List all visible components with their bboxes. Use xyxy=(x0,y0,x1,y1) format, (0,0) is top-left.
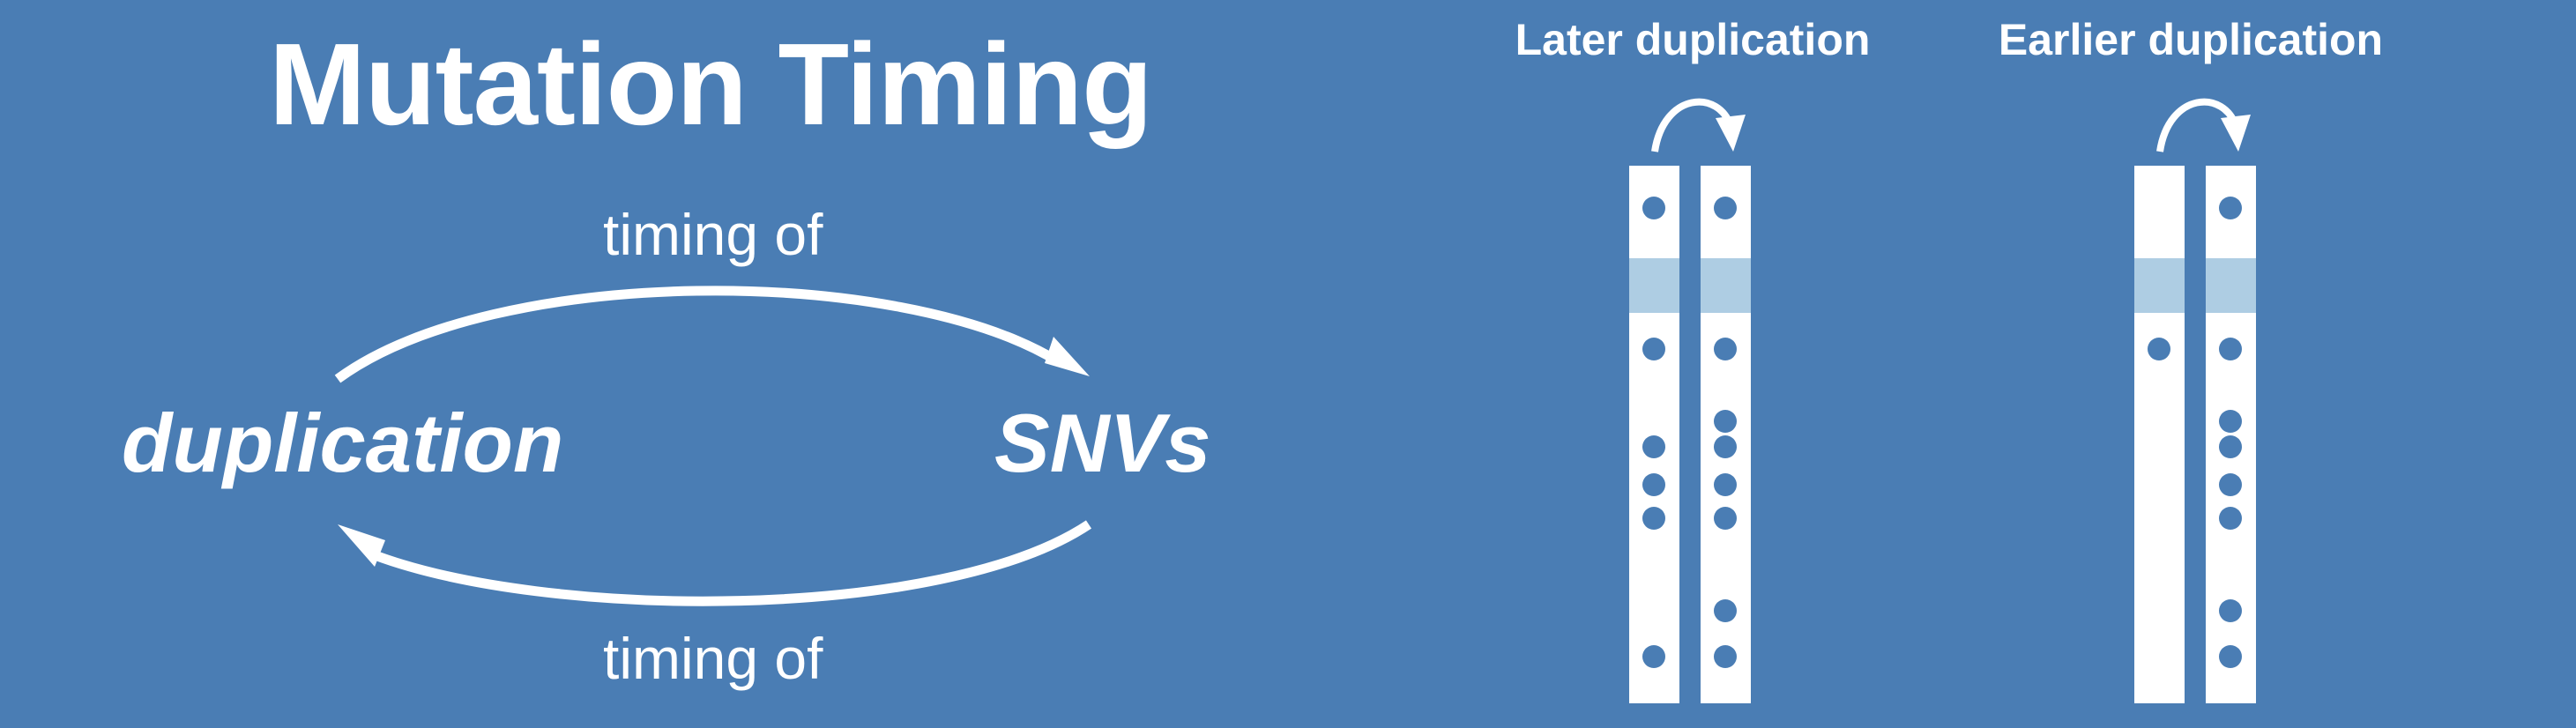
snv-dot xyxy=(2219,338,2242,360)
earlier-duplication-panel xyxy=(2134,98,2256,703)
snv-dot xyxy=(1642,507,1665,530)
top-arrow-curve xyxy=(334,286,1061,383)
snv-dot xyxy=(2219,645,2242,668)
snv-dot xyxy=(2219,599,2242,622)
snv-dot xyxy=(2148,338,2170,360)
snv-dot xyxy=(1714,435,1737,458)
snv-dot xyxy=(1714,473,1737,496)
snv-dot xyxy=(2219,435,2242,458)
snv-dot xyxy=(1642,338,1665,360)
bottom-edge-label: timing of xyxy=(603,626,823,691)
snv-dot xyxy=(1642,197,1665,219)
duplication-node: duplication xyxy=(122,397,564,489)
top-edge-label: timing of xyxy=(603,202,823,267)
snv-dot xyxy=(1714,338,1737,360)
top-arrowhead-icon xyxy=(1045,337,1090,376)
centromere-band xyxy=(1701,258,1751,313)
chromatid-bar xyxy=(1629,166,1679,703)
later-duplication-title: Later duplication xyxy=(1515,15,1871,64)
duplication-arrowhead-icon xyxy=(2221,115,2251,152)
snv-dot xyxy=(1642,473,1665,496)
snv-dot xyxy=(2219,410,2242,433)
duplication-arrowhead-icon xyxy=(1716,115,1746,152)
centromere-band xyxy=(1629,258,1679,313)
snv-dot xyxy=(1714,410,1737,433)
snv-dot xyxy=(1714,197,1737,219)
snv-dot xyxy=(2219,507,2242,530)
centromere-band xyxy=(2134,258,2185,313)
snv-dot xyxy=(2219,473,2242,496)
chromatid-bar xyxy=(2206,166,2256,703)
snv-dot xyxy=(2219,197,2242,219)
page-title: Mutation Timing xyxy=(269,19,1153,149)
chromatid-bar xyxy=(1701,166,1751,703)
snv-dot xyxy=(1714,645,1737,668)
snv-dot xyxy=(1642,435,1665,458)
snv-dot xyxy=(1714,599,1737,622)
bottom-arrowhead-icon xyxy=(338,524,385,567)
duplication-arrow-icon xyxy=(1651,98,1735,152)
chromatid-bar xyxy=(2134,166,2185,703)
duplication-arrow-icon xyxy=(2156,98,2240,152)
snvs-node: SNVs xyxy=(994,397,1211,489)
bottom-arrow-curve xyxy=(369,520,1092,606)
later-duplication-panel xyxy=(1629,98,1751,703)
snv-dot xyxy=(1642,645,1665,668)
cycle-arrows xyxy=(334,286,1092,606)
centromere-band xyxy=(2206,258,2256,313)
earlier-duplication-title: Earlier duplication xyxy=(1998,15,2384,64)
snv-dot xyxy=(1714,507,1737,530)
